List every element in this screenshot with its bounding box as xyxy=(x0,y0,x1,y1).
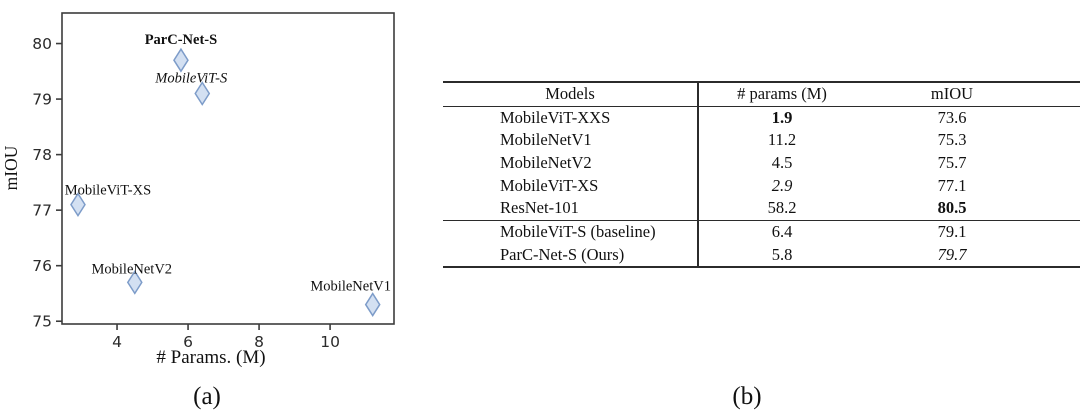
cell-miou: 79.7 xyxy=(937,244,967,264)
col-header-miou: mIOU xyxy=(930,84,974,103)
cell-model: ParC-Net-S (Ours) xyxy=(500,244,625,264)
cell-params: 2.9 xyxy=(771,175,793,195)
cell-params: 1.9 xyxy=(771,107,793,127)
col-header-spacer xyxy=(1037,83,1080,106)
table-row: MobileViT-XXS 1.9 73.6 xyxy=(443,107,1080,130)
y-tick-label: 79 xyxy=(32,91,52,109)
cell-miou: 75.7 xyxy=(937,152,967,172)
col-header-models: Models xyxy=(545,84,595,103)
point-label: MobileNetV2 xyxy=(92,261,173,277)
x-tick-label: 8 xyxy=(254,333,264,351)
plot-frame xyxy=(61,12,395,325)
figure-b-caption: (b) xyxy=(732,383,762,410)
data-point-mobilenetv2 xyxy=(126,269,143,295)
table-column-divider xyxy=(697,83,699,267)
scatter-plot: 75 76 77 78 79 80 4 6 8 10 mIOU # Params. (M) ParC-N… xyxy=(1,12,395,368)
cell-miou: 77.1 xyxy=(937,175,967,195)
y-tick-label: 78 xyxy=(32,146,52,164)
cell-miou: 79.1 xyxy=(937,221,967,241)
point-label: MobileViT-XS xyxy=(65,183,151,199)
x-tick-label: 6 xyxy=(183,333,193,351)
cell-model: ResNet-101 xyxy=(500,198,579,218)
table-row: MobileNetV2 4.5 75.7 xyxy=(443,152,1080,175)
y-tick-label: 76 xyxy=(32,257,52,275)
data-point-mobilenetv1 xyxy=(364,292,381,317)
table-row: MobileViT-XS 2.9 77.1 xyxy=(443,175,1080,198)
cell-params: 4.5 xyxy=(771,152,793,172)
y-axis-label: mIOU xyxy=(1,145,21,190)
cell-miou: 75.3 xyxy=(937,130,967,150)
cell-miou: 73.6 xyxy=(937,107,967,127)
cell-model: MobileViT-S (baseline) xyxy=(500,221,656,241)
figure-a: 75 76 77 78 79 80 4 6 8 10 mIOU # Params. (M) ParC-N… xyxy=(0,0,435,419)
x-tick-label: 10 xyxy=(320,333,340,351)
cell-params: 58.2 xyxy=(767,198,797,218)
table-row: ResNet-101 58.2 80.5 xyxy=(443,197,1080,220)
cell-params: 6.4 xyxy=(771,221,793,241)
results-table: Models # params (M) mIOU MobileViT-XXS 1… xyxy=(443,81,1080,269)
cell-params: 11.2 xyxy=(767,130,797,150)
x-tick-label: 4 xyxy=(112,333,122,351)
data-point-parc-net-s xyxy=(173,47,189,73)
data-point-mobilevit-xs xyxy=(70,192,86,217)
point-label: MobileViT-S xyxy=(154,71,228,87)
cell-model: MobileViT-XXS xyxy=(500,107,611,127)
point-label: MobileNetV1 xyxy=(310,279,391,295)
table-row: MobileViT-S (baseline) 6.4 79.1 xyxy=(443,219,1080,244)
col-header-params: # params (M) xyxy=(737,84,827,103)
y-tick-label: 75 xyxy=(32,313,52,331)
data-point-mobilevit-s xyxy=(194,81,211,106)
cell-params: 5.8 xyxy=(771,244,793,264)
x-axis-label: # Params. (M) xyxy=(156,347,265,368)
y-tick-label: 77 xyxy=(32,202,52,220)
point-label: ParC-Net-S xyxy=(145,32,217,48)
table-row: MobileNetV1 11.2 75.3 xyxy=(443,129,1080,152)
cell-miou: 80.5 xyxy=(937,198,967,218)
figure-a-caption: (a) xyxy=(193,383,221,410)
y-tick-label: 80 xyxy=(32,35,52,53)
cell-model: MobileNetV1 xyxy=(500,130,592,150)
cell-model: MobileViT-XS xyxy=(500,175,599,195)
table-row: ParC-Net-S (Ours) 5.8 79.7 xyxy=(443,244,1080,267)
table-header-row: Models # params (M) mIOU xyxy=(443,83,1080,107)
cell-model: MobileNetV2 xyxy=(500,152,592,172)
